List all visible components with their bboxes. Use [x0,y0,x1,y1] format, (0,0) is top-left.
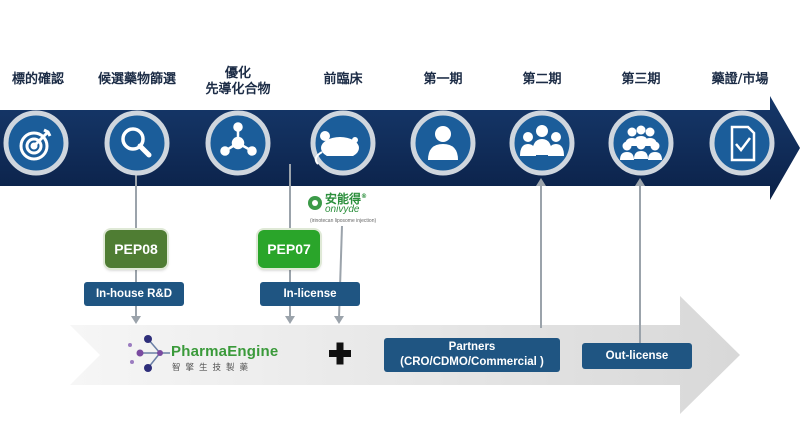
stage-label-line2: 先導化合物 [205,82,271,97]
group-icon [520,125,564,156]
pep07-badge: PEP07 [258,230,320,268]
stage-circle-phase1 [410,110,476,176]
pep08-badge: PEP08 [105,230,167,268]
stage-label-approval: 藥證/市場 [711,72,769,87]
onivyde-english-name: onivyde [325,204,360,215]
person-icon [428,126,458,160]
mouse-icon [314,131,359,165]
stage-label-target: 標的確認 [11,72,64,87]
onivyde-subtitle: (irinotecan liposome injection) [310,218,377,224]
stage-label-phase1: 第一期 [423,72,463,87]
stage-circle-preclinical [310,110,376,176]
pharmaengine-name: PharmaEngine [171,343,279,360]
crowd-icon [620,125,662,160]
outlicense-box: Out-license [582,343,692,369]
stage-label-phase3: 第三期 [621,72,661,87]
stage-label-phase2: 第二期 [522,72,562,87]
molecule-icon [220,122,257,156]
stage-circle-lead-optimization [205,110,271,176]
stage-label-line1: 優化 [224,66,251,81]
stage-label-screening: 候選藥物篩選 [97,72,176,87]
certificate-icon [730,125,756,162]
pharmaengine-chinese-name: 智擎生技製藥 [172,363,254,373]
stage-label-preclinical: 前臨床 [323,72,363,87]
arrowhead-down [334,316,344,324]
stage-circle-target [3,110,69,176]
pharmaengine-logo-mark [128,335,170,372]
partners-line1: Partners [448,341,496,353]
onivyde-logo-mark [308,196,322,210]
target-icon [19,128,52,161]
arrowhead-down [285,316,295,324]
pipeline-band-arrow [0,96,800,200]
partners-box: Partners (CRO/CDMO/Commercial ) [384,338,560,372]
partners-line2: (CRO/CDMO/Commercial ) [400,356,544,368]
stage-label-lead-optimization: 優化 先導化合物 [188,66,288,98]
inlicense-box: In-license [260,282,360,306]
arrowhead-up [536,178,546,186]
plus-icon [329,342,351,365]
stage-circle-screening [104,110,170,176]
inhouse-rd-box: In-house R&D [84,282,184,306]
arrowhead-up [635,178,645,186]
arrowhead-down [131,316,141,324]
onivyde-chinese-name: 安能得® [325,192,368,206]
stage-circle-phase2 [509,110,575,176]
stage-circle-approval [709,110,775,176]
magnifier-icon [121,127,152,158]
stage-circle-phase3 [608,110,674,176]
